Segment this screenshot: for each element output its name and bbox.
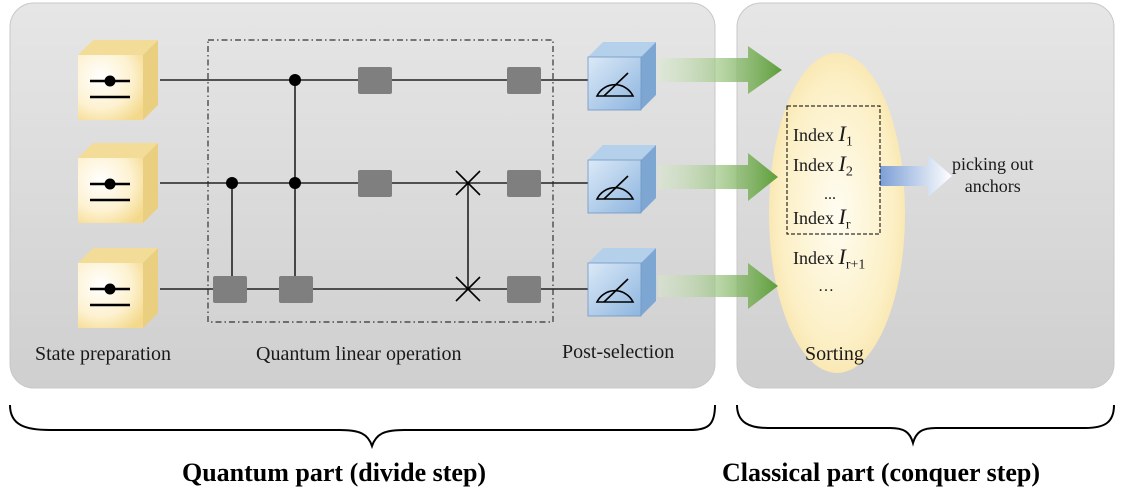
linear-operation-label: Quantum linear operation	[256, 343, 462, 365]
sorting-ellipse	[769, 53, 905, 373]
state-prep-cube-2	[78, 143, 158, 223]
measurement-cube-3	[587, 248, 656, 317]
picking-out-anchors-label: picking out anchors	[952, 153, 1034, 197]
index-symbol: I	[838, 244, 846, 269]
index-symbol: I	[838, 121, 846, 146]
gray-gates	[213, 67, 541, 303]
swap-gate	[455, 170, 481, 302]
quantum-brace	[9, 404, 716, 450]
index-word: Index	[793, 248, 834, 268]
index-subscript: r	[845, 217, 851, 233]
index-item-1: Index I1	[793, 123, 853, 154]
green-arrows	[658, 46, 782, 309]
sorting-label: Sorting	[805, 343, 864, 365]
measurement-cube-2	[587, 145, 656, 214]
picking-line-1: picking out	[952, 154, 1034, 174]
index-subscript: 1	[845, 134, 853, 150]
index-symbol: I	[838, 151, 846, 176]
index-ellipsis: ...	[824, 186, 836, 203]
classical-brace	[736, 404, 1115, 447]
index-subscript: r+1	[845, 257, 866, 273]
index-item-r: Index Ir	[793, 206, 850, 237]
index-item-2: Index I2	[793, 153, 853, 184]
measurement-cube-1	[587, 42, 656, 111]
index-ellipsis-2: …	[818, 278, 834, 295]
index-word: Index	[793, 125, 834, 145]
state-preparation-label: State preparation	[35, 343, 172, 365]
state-prep-cube-3	[78, 248, 158, 328]
index-item-r-plus-1: Index Ir+1	[793, 246, 865, 277]
picking-line-2: anchors	[964, 176, 1021, 196]
index-word: Index	[793, 208, 834, 228]
control-dots	[226, 74, 301, 189]
index-subscript: 2	[845, 164, 853, 180]
index-symbol: I	[838, 204, 846, 229]
index-box	[786, 105, 881, 235]
blue-arrow	[880, 155, 952, 197]
linear-operation-box	[207, 39, 554, 323]
index-word: Index	[793, 155, 834, 175]
quantum-part-title: Quantum part (divide step)	[182, 458, 487, 487]
classical-part-title: Classical part (conquer step)	[722, 458, 1041, 487]
post-selection-label: Post-selection	[562, 341, 675, 363]
state-prep-cube-1	[78, 40, 158, 120]
